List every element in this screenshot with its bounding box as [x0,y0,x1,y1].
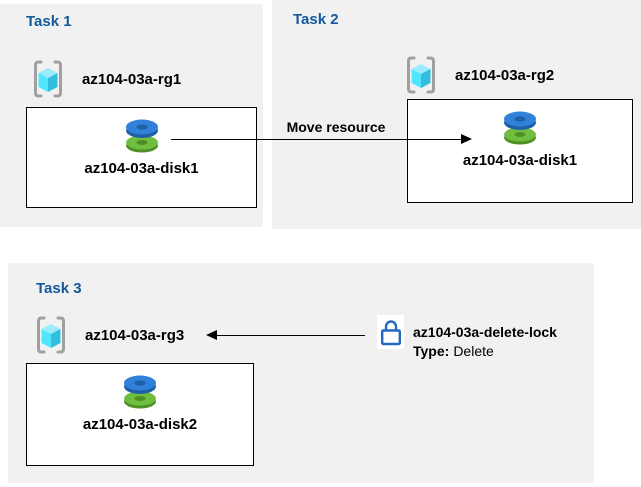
resource-group-name: az104-03a-rg3 [85,326,185,344]
task2-resource-group: az104-03a-rg2 [405,55,554,95]
task3-panel: Task 3 az104-03a-rg3 [8,263,594,483]
lock-type-label: Type: [413,343,450,359]
task1-resource-group: az104-03a-rg1 [32,59,181,99]
disk-name: az104-03a-disk2 [82,416,198,433]
move-arrow-line [171,139,462,140]
task1-title: Task 1 [26,13,72,30]
task3-title: Task 3 [36,280,82,297]
resource-group-name: az104-03a-rg2 [455,66,555,84]
task3-resource-box: az104-03a-disk2 [26,363,254,466]
lock-tile [377,315,404,349]
lock-type-value: Delete [453,343,494,359]
lock-annotation: az104-03a-delete-lock Type:Delete [413,323,557,361]
lock-arrow-line [216,335,365,336]
disk-name: az104-03a-disk1 [84,160,199,177]
resource-group-icon [35,315,67,355]
move-arrow-label: Move resource [286,119,386,135]
lock-icon [380,318,402,346]
resource-group-icon [405,55,437,95]
move-arrow-head-icon [461,134,472,144]
resource-group-icon [32,59,64,99]
lock-type: Type:Delete [413,342,557,361]
lock-arrow-head-icon [206,330,217,340]
task2-resource-box: az104-03a-disk1 [407,99,633,203]
disk-name: az104-03a-disk1 [462,152,578,169]
task1-resource-box: az104-03a-disk1 [26,107,257,208]
resource-group-name: az104-03a-rg1 [82,70,182,88]
task2-title: Task 2 [293,11,339,28]
task3-resource-group: az104-03a-rg3 [35,315,184,355]
task1-panel: Task 1 az104-03a-rg1 [0,4,263,227]
disk-icon [122,375,158,409]
disk-icon [124,119,160,153]
lock-name: az104-03a-delete-lock [413,324,557,340]
disk-icon [502,111,538,145]
task2-panel: Task 2 az104-03a-rg2 [272,0,641,229]
